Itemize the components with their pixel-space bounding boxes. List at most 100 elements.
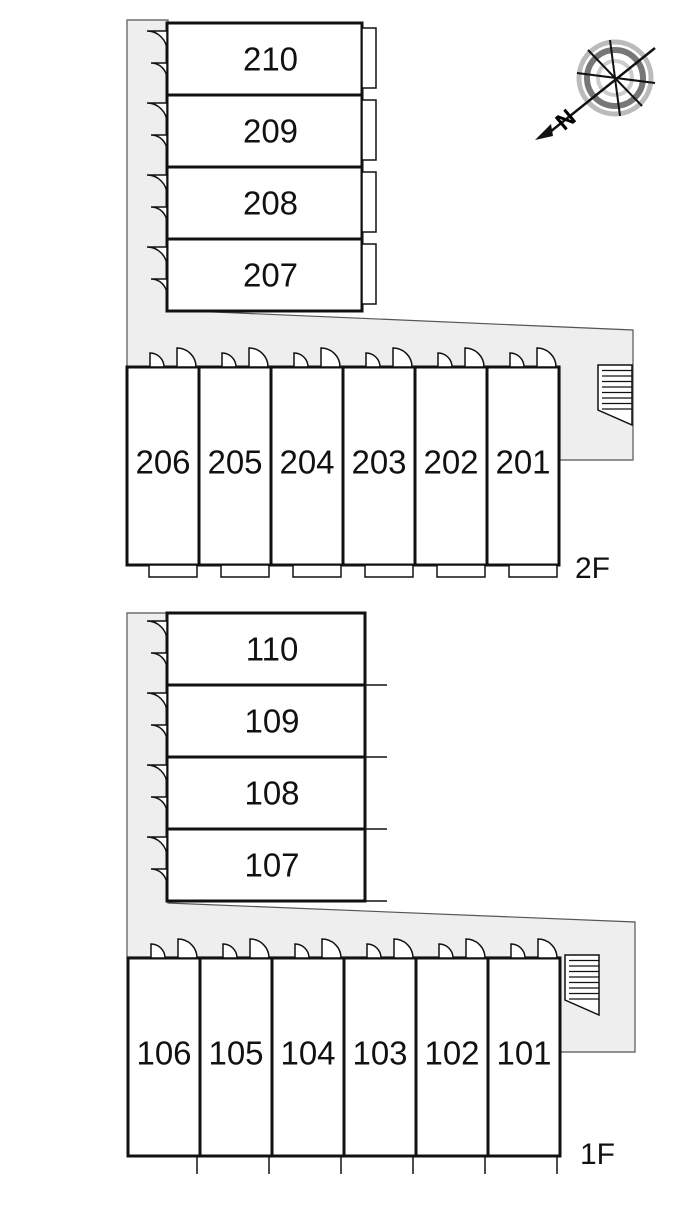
unit-number-label: 205 xyxy=(207,444,262,481)
unit-109: 109 xyxy=(146,683,387,759)
door-icon xyxy=(509,352,525,368)
unit-105: 105 xyxy=(198,938,274,1174)
unit-room xyxy=(165,165,364,241)
unit-number-label: 210 xyxy=(243,41,298,78)
unit-206: 206 xyxy=(125,347,201,578)
balcony xyxy=(436,564,486,578)
balcony xyxy=(220,564,270,578)
door-icon xyxy=(222,943,238,959)
unit-room xyxy=(485,365,561,567)
door-icon xyxy=(150,206,168,224)
unit-103: 103 xyxy=(342,938,418,1174)
floor-label: 1F xyxy=(580,1138,615,1171)
door-icon xyxy=(150,134,168,152)
door-icon xyxy=(249,938,270,959)
stairs-outline xyxy=(597,364,633,427)
balcony xyxy=(508,564,558,578)
unit-104: 104 xyxy=(270,938,346,1174)
door-icon xyxy=(366,943,382,959)
stairs-icon xyxy=(597,364,633,427)
unit-108: 108 xyxy=(146,755,387,831)
door-icon xyxy=(150,62,168,80)
unit-number-label: 208 xyxy=(243,185,298,222)
unit-number-label: 206 xyxy=(135,444,190,481)
balcony xyxy=(364,564,414,578)
door-icon xyxy=(146,102,168,124)
door-icon xyxy=(150,278,168,296)
unit-207: 207 xyxy=(146,237,377,313)
door-icon xyxy=(176,347,197,368)
unit-204: 204 xyxy=(269,347,345,578)
door-icon xyxy=(293,352,309,368)
door-icon xyxy=(392,347,413,368)
door-icon xyxy=(321,938,342,959)
unit-room xyxy=(413,365,489,567)
door-icon xyxy=(320,347,341,368)
unit-208: 208 xyxy=(146,165,377,241)
door-icon xyxy=(146,620,168,642)
unit-110: 110 xyxy=(146,611,387,687)
floor-2f: 210 209 208 207 206 205 204 203 202 201 2F xyxy=(125,19,634,585)
balcony xyxy=(361,99,377,161)
unit-number-label: 108 xyxy=(244,775,299,812)
door-icon xyxy=(146,174,168,196)
door-icon xyxy=(365,352,381,368)
unit-101: 101 xyxy=(486,938,562,1174)
door-icon xyxy=(150,943,166,959)
unit-202: 202 xyxy=(413,347,489,578)
door-icon xyxy=(177,938,198,959)
door-icon xyxy=(437,352,453,368)
door-icon xyxy=(248,347,269,368)
unit-number-label: 209 xyxy=(243,113,298,150)
balcony xyxy=(148,564,198,578)
floor-label: 2F xyxy=(575,552,610,585)
unit-201: 201 xyxy=(485,347,561,578)
door-icon xyxy=(146,836,168,858)
door-icon xyxy=(464,347,485,368)
unit-106: 106 xyxy=(126,938,202,1174)
door-icon xyxy=(150,796,168,814)
unit-room xyxy=(165,237,364,313)
door-icon xyxy=(536,347,557,368)
unit-number-label: 202 xyxy=(423,444,478,481)
door-icon xyxy=(146,764,168,786)
unit-205: 205 xyxy=(197,347,273,578)
unit-number-label: 203 xyxy=(351,444,406,481)
unit-203: 203 xyxy=(341,347,417,578)
door-icon xyxy=(221,352,237,368)
unit-107: 107 xyxy=(146,827,387,903)
unit-number-label: 105 xyxy=(208,1035,263,1072)
unit-room xyxy=(165,827,367,903)
unit-room xyxy=(165,683,367,759)
door-icon xyxy=(146,246,168,268)
stairs-outline xyxy=(564,954,600,1017)
door-icon xyxy=(149,352,165,368)
unit-number-label: 102 xyxy=(424,1035,479,1072)
door-icon xyxy=(510,943,526,959)
door-icon xyxy=(438,943,454,959)
door-icon xyxy=(294,943,310,959)
unit-number-label: 104 xyxy=(280,1035,335,1072)
unit-room xyxy=(125,365,201,567)
unit-number-label: 106 xyxy=(136,1035,191,1072)
door-icon xyxy=(150,868,168,886)
unit-room xyxy=(126,956,202,1158)
door-icon xyxy=(537,938,558,959)
unit-210: 210 xyxy=(146,21,377,97)
unit-number-label: 201 xyxy=(495,444,550,481)
unit-number-label: 107 xyxy=(244,847,299,884)
balcony xyxy=(361,243,377,305)
unit-number-label: 204 xyxy=(279,444,334,481)
unit-number-label: 103 xyxy=(352,1035,407,1072)
door-icon xyxy=(150,652,168,670)
unit-room xyxy=(414,956,490,1158)
unit-room xyxy=(165,755,367,831)
unit-102: 102 xyxy=(414,938,490,1174)
compass-icon: N xyxy=(535,39,656,140)
unit-number-label: 101 xyxy=(496,1035,551,1072)
door-icon xyxy=(146,692,168,714)
unit-209: 209 xyxy=(146,93,377,169)
